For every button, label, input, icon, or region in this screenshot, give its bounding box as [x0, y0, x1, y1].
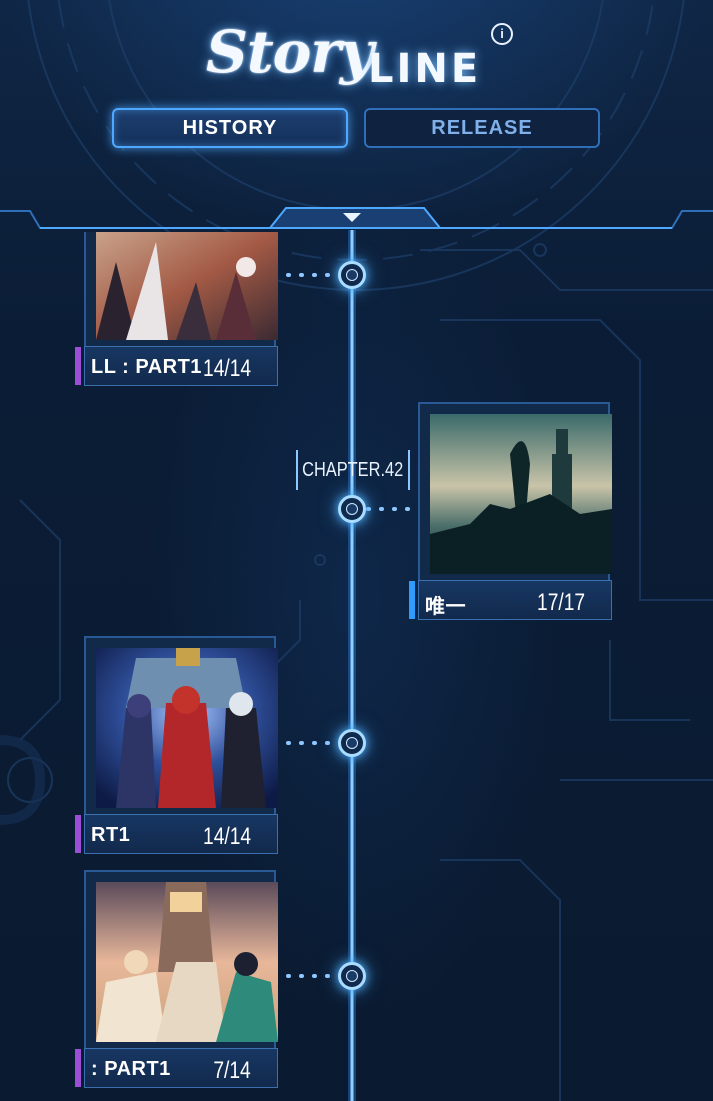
accent-bar: [75, 815, 81, 853]
chevron-down-icon: [343, 213, 361, 222]
story-card[interactable]: [84, 636, 278, 818]
story-card[interactable]: [84, 232, 278, 350]
logo-script-text: Story: [206, 18, 374, 86]
story-title: LL : PART1: [91, 356, 202, 378]
story-card-footer[interactable]: : PART1 7/14: [75, 1048, 278, 1088]
story-card-footer[interactable]: LL : PART1 14/14: [75, 346, 278, 386]
accent-bar: [409, 581, 415, 619]
header-divider: [0, 207, 713, 229]
story-progress: 17/17: [536, 589, 585, 616]
tab-history[interactable]: HISTORY: [112, 108, 348, 148]
storyline-logo: Story LINE: [0, 8, 713, 108]
info-icon[interactable]: i: [491, 23, 513, 45]
timeline-node[interactable]: [338, 729, 366, 757]
story-card-image: [96, 232, 278, 340]
story-card-image: [96, 882, 278, 1042]
story-card[interactable]: [84, 870, 278, 1052]
story-title: : PART1: [91, 1058, 171, 1080]
story-card[interactable]: [418, 402, 612, 584]
timeline-node[interactable]: [338, 261, 366, 289]
chapter-label-text: CHAPTER.42: [302, 458, 404, 481]
story-title: 唯一: [425, 596, 466, 618]
story-progress: 7/14: [213, 1057, 251, 1084]
logo-block-text: LINE: [368, 46, 482, 92]
tab-release[interactable]: RELEASE: [364, 108, 600, 148]
accent-bar: [75, 347, 81, 385]
timeline-node[interactable]: [338, 495, 366, 523]
story-card-image: [96, 648, 278, 808]
story-card-footer[interactable]: 唯一 17/17: [409, 580, 612, 620]
story-progress: 14/14: [202, 355, 251, 382]
story-card-footer[interactable]: RT1 14/14: [75, 814, 278, 854]
accent-bar: [75, 1049, 81, 1087]
chapter-label: CHAPTER.42: [296, 450, 410, 490]
story-card-image: [430, 414, 612, 574]
story-progress: 14/14: [202, 823, 251, 850]
story-title: RT1: [91, 824, 131, 846]
timeline-node[interactable]: [338, 962, 366, 990]
